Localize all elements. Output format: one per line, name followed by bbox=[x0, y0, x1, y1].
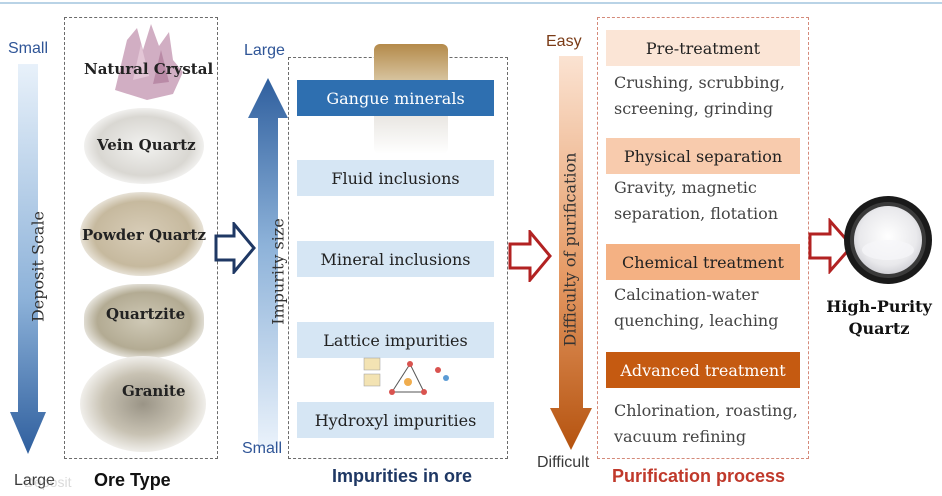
watermark: Deposit bbox=[24, 474, 72, 490]
desc-line: vacuum refining bbox=[614, 427, 747, 446]
desc-line: quenching, leaching bbox=[614, 311, 779, 330]
flow-arrow-1 bbox=[214, 222, 256, 274]
impurity-size-arrow bbox=[248, 78, 288, 448]
desc-line: Gravity, magnetic bbox=[614, 178, 757, 197]
top-divider bbox=[0, 2, 942, 4]
ore-label-quartzite: Quartzite bbox=[106, 305, 186, 323]
vein-quartz-image bbox=[84, 108, 204, 184]
desc-line: Crushing, scrubbing, bbox=[614, 73, 785, 92]
step-pre-treatment: Pre-treatment bbox=[606, 30, 800, 66]
step-physical-separation-desc: Gravity, magnetic separation, flotation bbox=[614, 175, 804, 227]
difficulty-arrow bbox=[550, 56, 592, 450]
result-line-2: Quartz bbox=[848, 319, 910, 338]
flow-arrow-2 bbox=[508, 230, 552, 282]
step-pre-treatment-desc: Crushing, scrubbing, screening, grinding bbox=[614, 70, 804, 122]
lattice-structure-icon bbox=[363, 357, 449, 395]
impurity-size-bottom-label: Small bbox=[242, 440, 283, 457]
desc-line: separation, flotation bbox=[614, 204, 779, 223]
deposit-scale-axis-label: Deposit Scale bbox=[28, 210, 48, 323]
impurity-hydroxyl-impurities: Hydroxyl impurities bbox=[297, 402, 494, 438]
ore-label-vein-quartz: Vein Quartz bbox=[97, 136, 196, 154]
step-chemical-treatment: Chemical treatment bbox=[606, 244, 800, 280]
ore-label-powder-quartz: Powder Quartz bbox=[82, 226, 206, 244]
impurity-size-axis-label: Impurity size bbox=[268, 218, 288, 325]
difficulty-top-label: Easy bbox=[546, 33, 582, 50]
deposit-scale-top-label: Small bbox=[8, 40, 49, 57]
step-advanced-treatment: Advanced treatment bbox=[606, 352, 800, 388]
result-line-1: High-Purity bbox=[826, 297, 932, 316]
high-purity-quartz-bowl-image bbox=[844, 196, 932, 284]
deposit-scale-arrow bbox=[10, 64, 46, 454]
impurity-size-top-label: Large bbox=[244, 42, 285, 59]
desc-line: screening, grinding bbox=[614, 99, 774, 118]
granite-image bbox=[80, 356, 206, 452]
impurity-gangue-minerals: Gangue minerals bbox=[297, 80, 494, 116]
desc-line: Chlorination, roasting, bbox=[614, 401, 798, 420]
result-label: High-Purity Quartz bbox=[824, 296, 934, 340]
desc-line: Calcination-water bbox=[614, 285, 759, 304]
step-chemical-treatment-desc: Calcination-water quenching, leaching bbox=[614, 282, 804, 334]
impurity-lattice-impurities: Lattice impurities bbox=[297, 322, 494, 358]
purification-caption: Purification process bbox=[612, 466, 786, 486]
deposit-scale-bottom-label: Large bbox=[14, 472, 55, 489]
impurity-fluid-inclusions: Fluid inclusions bbox=[297, 160, 494, 196]
difficulty-axis-label: Difficulty of purification bbox=[560, 152, 580, 347]
ore-label-granite: Granite bbox=[122, 382, 186, 400]
step-advanced-treatment-desc: Chlorination, roasting, vacuum refining bbox=[614, 398, 804, 450]
impurities-caption: Impurities in ore bbox=[332, 466, 473, 486]
natural-crystal-image bbox=[115, 24, 183, 100]
powder-quartz-image bbox=[80, 192, 204, 276]
flow-arrow-3 bbox=[808, 218, 854, 274]
impurity-mineral-inclusions: Mineral inclusions bbox=[297, 241, 494, 277]
ore-label-natural-crystal: Natural Crystal bbox=[84, 60, 214, 78]
step-physical-separation: Physical separation bbox=[606, 138, 800, 174]
ore-type-caption: Ore Type bbox=[94, 470, 171, 490]
quartzite-image bbox=[84, 284, 204, 358]
difficulty-bottom-label: Difficult bbox=[537, 454, 590, 471]
